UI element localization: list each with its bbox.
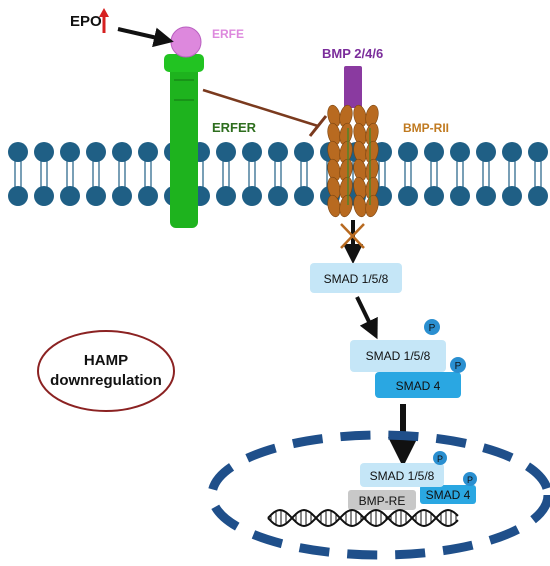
bmp-rii-label: BMP-RII [403,121,449,135]
arrow-up-icon [99,8,109,33]
lipid-head-lower [242,186,262,206]
lipid-head-upper [216,142,236,162]
hamp-oval [37,330,175,412]
smad-4-box-b [375,372,461,398]
lipid-head-upper [138,142,158,162]
lipid-head-lower [398,186,418,206]
bmp-re-label: BMP-RE [359,494,406,508]
lipid-head-lower [450,186,470,206]
epo-to-erfe-arrow [117,27,174,48]
lipid-head-lower [294,186,314,206]
lipid-head-lower [34,186,54,206]
lipid-head-upper [112,142,132,162]
lipid-head-upper [476,142,496,162]
bmp-receptor-complex [327,104,379,218]
smad-158-box-c [360,463,444,487]
lipid-head-lower [268,186,288,206]
phospho-icon: P [463,472,477,486]
epo-label: EPO [70,13,102,30]
lipid-head-lower [8,186,28,206]
svg-text:P: P [437,454,443,464]
lipid-head-lower [112,186,132,206]
lipid-head-lower [502,186,522,206]
smad-158-label-c: SMAD 1/5/8 [370,469,435,483]
bmp-label: BMP 2/4/6 [322,46,383,61]
hamp-label-line2: downregulation [50,372,162,389]
lipid-head-upper [60,142,80,162]
smad-158-label-a: SMAD 1/5/8 [324,272,389,286]
svg-text:P: P [429,323,436,334]
erfer-label: ERFER [212,120,257,135]
dna-helix [267,508,459,528]
erfe-label: ERFE [212,27,244,41]
receptor-segment [365,194,379,218]
dna-strand [267,508,459,528]
cross-icon [340,223,365,249]
lipid-head-upper [398,142,418,162]
phospho-icon: P [433,451,447,465]
bmp-re-box [348,490,416,510]
lipid-head-upper [86,142,106,162]
smad-158-box-a [310,263,402,293]
lipid-head-upper [294,142,314,162]
cell-membrane-bilayer [8,142,548,206]
svg-text:P: P [455,361,462,372]
smad-arrow-1 [355,296,378,340]
lipid-head-upper [502,142,522,162]
lipid-head-lower [216,186,236,206]
phospho-icon: P [450,357,466,373]
lipid-head-lower [476,186,496,206]
lipid-head-lower [138,186,158,206]
inhibition-line-icon [202,88,328,137]
nucleus-envelope [207,430,550,560]
svg-text:P: P [467,475,473,485]
lipid-head-upper [242,142,262,162]
lipid-head-upper [8,142,28,162]
lipid-head-lower [60,186,80,206]
hamp-label-line1: HAMP [84,352,128,369]
lipid-head-upper [424,142,444,162]
lipid-head-upper [450,142,470,162]
smad-158-box-b [350,340,446,372]
smad-4-label-b: SMAD 4 [396,379,441,393]
erfe-ligand [170,26,202,58]
lipid-head-lower [424,186,444,206]
lipid-head-lower [528,186,548,206]
lipid-head-upper [528,142,548,162]
smad-4-box-c [420,485,476,504]
dna-strand [267,508,459,528]
phospho-icon: P [424,319,440,335]
lipid-head-lower [86,186,106,206]
smad-158-label-b: SMAD 1/5/8 [366,349,431,363]
bmp-ligand [344,66,362,108]
smad-4-label-c: SMAD 4 [426,488,471,502]
erfer-receptor [164,54,204,228]
lipid-head-upper [268,142,288,162]
lipid-head-upper [34,142,54,162]
